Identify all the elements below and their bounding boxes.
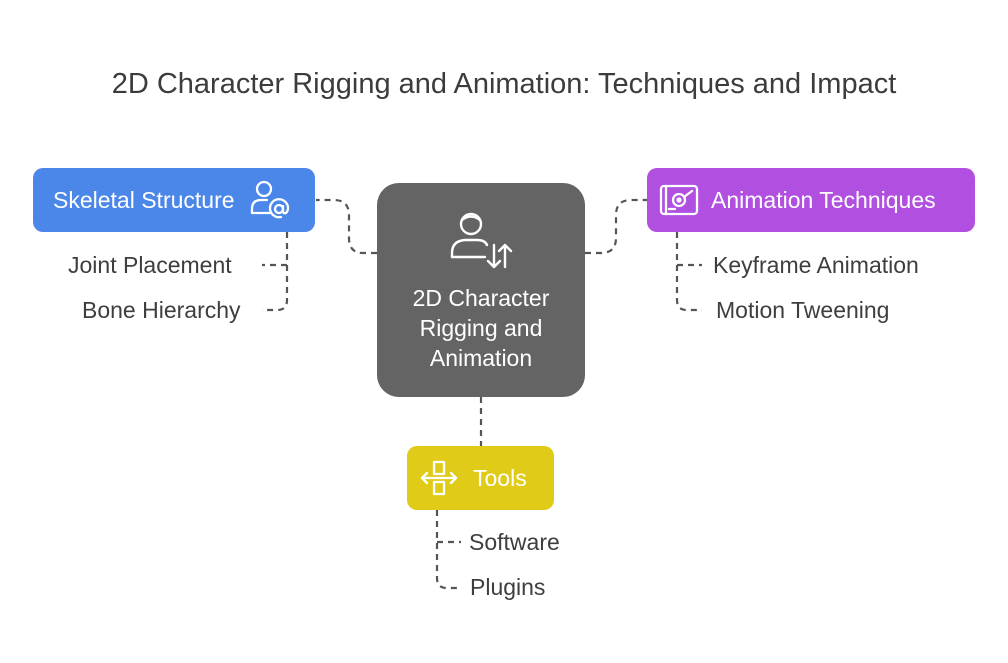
center-label: 2D Character Rigging and Animation <box>412 285 550 371</box>
diagram-title: 2D Character Rigging and Animation: Tech… <box>111 68 897 100</box>
animation-techniques-node: Animation Techniques <box>647 168 975 232</box>
joint-placement-item: Joint Placement <box>68 252 232 278</box>
tools-label: Tools <box>473 464 527 491</box>
bone-hierarchy-item: Bone Hierarchy <box>82 297 241 323</box>
motion-tweening-item: Motion Tweening <box>716 297 890 323</box>
move-horizontal-icon <box>420 460 458 496</box>
connector-animation-items <box>675 232 702 312</box>
center-node: 2D Character Rigging and Animation <box>377 183 585 397</box>
connector-center-skeletal <box>316 198 377 255</box>
connector-center-animation <box>585 198 647 255</box>
animation-techniques-label: Animation Techniques <box>711 186 936 213</box>
tools-node: Tools <box>407 446 554 510</box>
plugins-item: Plugins <box>470 574 546 600</box>
connector-skeletal-items <box>262 232 289 312</box>
keyframe-animation-item: Keyframe Animation <box>713 252 919 278</box>
person-exchange-icon <box>450 212 513 269</box>
skeletal-structure-label: Skeletal Structure <box>53 186 235 213</box>
user-at-icon <box>250 180 289 219</box>
connector-tools-items <box>435 510 461 590</box>
software-item: Software <box>469 529 560 555</box>
skeletal-structure-node: Skeletal Structure <box>33 168 315 232</box>
drawing-tablet-icon <box>659 184 699 216</box>
